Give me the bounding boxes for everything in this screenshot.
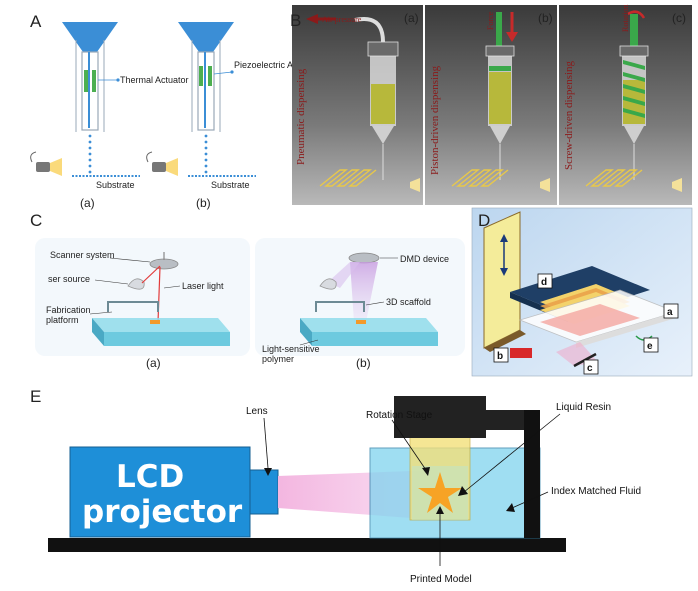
printed-model-label: Printed Model	[410, 574, 472, 585]
light-cone-a	[410, 178, 420, 192]
light-source-a	[30, 151, 62, 176]
syringe-pneumatic	[306, 14, 399, 180]
ink-reservoir-b	[178, 22, 234, 52]
panel-b-letter: B	[290, 11, 301, 30]
panel-a-letter: A	[30, 12, 42, 31]
panel-c: C Scanner system ser source Laser light …	[30, 211, 465, 370]
rotation-label: Rotation	[621, 4, 630, 32]
panel-c-sub-b: (b)	[356, 356, 371, 370]
force-label: Force	[486, 11, 495, 30]
droplet-stream-b	[204, 134, 208, 174]
panel-c-letter: C	[30, 211, 42, 230]
projected-light	[350, 262, 378, 322]
piezo-actuator-label: Piezoelectric Actuator	[234, 60, 321, 70]
fabrication-label-1: Fabrication	[46, 305, 91, 315]
droplet-stream-a	[88, 134, 92, 174]
panel-b-sub-c: (c)	[672, 11, 686, 25]
resin-vat-a	[92, 318, 230, 332]
pneumatic-label: Pneumatic dispensing	[295, 68, 307, 165]
panel-d-letter: D	[478, 211, 490, 230]
optical-table	[48, 538, 566, 552]
thermal-actuator-block	[84, 70, 88, 92]
lcd-label-2: projector	[82, 494, 243, 530]
piston-label: Piston-driven dispensing	[429, 65, 441, 175]
scaffold	[356, 320, 366, 324]
printed-grid-b	[451, 169, 509, 187]
panel-b-sub-b: (b)	[538, 11, 553, 25]
ink-reservoir	[62, 22, 118, 52]
piston-rod	[496, 12, 502, 52]
air-tube	[354, 17, 385, 43]
rotation-stage	[394, 396, 486, 438]
fabrication-platform	[107, 301, 159, 312]
screw-label: Screw-driven dispensing	[563, 60, 575, 170]
panel-c-sub-a: (a)	[146, 356, 161, 370]
piezo-actuator-block	[199, 66, 203, 86]
force-arrow	[506, 32, 518, 42]
index-fluid-label: Index Matched Fluid	[551, 486, 641, 497]
panel-a-sub-a: (a)	[80, 196, 95, 210]
light-cone-b	[540, 178, 550, 192]
b-label: b	[497, 351, 503, 362]
rotation-stage-label: Rotation Stage	[366, 410, 433, 421]
sla-laser-setup	[92, 252, 230, 346]
printed-grid-a	[319, 169, 377, 187]
dlp-setup	[300, 252, 438, 346]
panel-b-sub-a: (a)	[404, 11, 419, 25]
rotation-arrow	[627, 10, 646, 19]
d-label: d	[541, 277, 547, 288]
panel-a-sub-b: (b)	[196, 196, 211, 210]
syringe-piston	[485, 12, 518, 180]
air-pressure-label: Air pressure	[322, 15, 362, 24]
e-label: e	[647, 341, 653, 352]
printed-star	[418, 472, 462, 513]
laser-source	[127, 278, 145, 290]
polymer-label-1: Light-sensitive	[262, 344, 320, 354]
liquid-resin-label: Liquid Resin	[556, 402, 611, 413]
light-cone-c	[672, 178, 682, 192]
inkjet-nozzle-thermal	[62, 22, 120, 132]
substrate-a-label: Substrate	[96, 180, 135, 190]
laser-source-label: ser source	[48, 274, 90, 284]
scaffold-label: 3D scaffold	[386, 297, 431, 307]
scanner-label: Scanner system	[50, 250, 115, 260]
a-label: a	[667, 307, 673, 318]
fabrication-label-2: platform	[46, 315, 79, 325]
laser-beam-in	[141, 265, 161, 284]
lens-label: Lens	[246, 406, 268, 417]
light-source-b	[146, 151, 178, 176]
panel-e-letter: E	[30, 387, 41, 406]
lcd-label-1: LCD	[116, 459, 184, 495]
polymer-label-2: polymer	[262, 354, 294, 364]
dmd-device	[348, 252, 380, 264]
bioink-fill-b	[489, 72, 511, 124]
panel-b: B (a) (b) (c) Air pressure Pneumatic dis…	[290, 4, 692, 205]
scanner-mirror	[149, 258, 179, 270]
support-arm	[524, 410, 540, 538]
c-label: c	[587, 363, 593, 374]
laser-beam-out	[157, 266, 161, 323]
panel-d: D d a b c e	[471, 207, 693, 377]
screw-thread	[623, 60, 645, 118]
thermal-actuator-label: Thermal Actuator	[120, 75, 189, 85]
substrate-b-label: Substrate	[211, 180, 250, 190]
laser-emitter	[510, 348, 532, 358]
laser-light-label: Laser light	[182, 281, 224, 291]
inkjet-nozzle-piezo	[178, 22, 234, 132]
dmd-label: DMD device	[400, 254, 449, 264]
projector-lens	[249, 469, 279, 515]
z-axis-arrow	[500, 234, 508, 242]
air-pressure-arrow	[306, 14, 318, 24]
build-tower	[483, 211, 521, 349]
bioink-fill-a	[371, 84, 395, 124]
resin-vat-b	[300, 318, 438, 332]
panel-a: A Thermal Actuator Substrate (a)	[30, 12, 321, 210]
lcd-projector	[69, 446, 251, 538]
printed-grid-c	[585, 169, 643, 187]
panel-e: E LCD projector Lens Rotation Stage Liqu…	[30, 387, 641, 585]
syringe-screw	[619, 10, 649, 180]
